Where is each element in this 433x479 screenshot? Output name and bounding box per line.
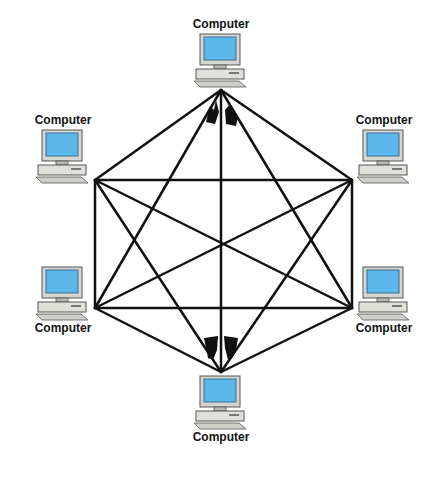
mesh-link — [95, 180, 352, 308]
mesh-link — [220, 90, 223, 372]
mesh-link — [95, 308, 221, 372]
computer-icon — [33, 265, 93, 321]
mesh-link — [221, 90, 352, 180]
computer-node: Computer — [31, 263, 95, 338]
computer-icon — [354, 128, 414, 184]
computer-icon — [191, 32, 251, 88]
computer-node: Computer — [352, 263, 416, 338]
node-label: Computer — [354, 321, 414, 336]
mesh-link — [95, 180, 352, 308]
mesh-link — [95, 179, 352, 182]
node-label: Computer — [354, 113, 414, 128]
computer-icon — [191, 374, 251, 430]
node-label: Computer — [191, 430, 251, 445]
mesh-link — [95, 307, 352, 310]
computer-icon — [33, 128, 93, 184]
mesh-link — [221, 308, 352, 372]
mesh-link — [351, 180, 354, 308]
mesh-link — [221, 180, 352, 372]
computer-node: Computer — [31, 111, 95, 186]
node-label: Computer — [191, 17, 251, 32]
computer-node: Computer — [352, 111, 416, 186]
mesh-link — [95, 90, 221, 180]
mesh-link — [94, 180, 97, 308]
computer-icon — [354, 265, 414, 321]
computer-node: Computer — [189, 372, 253, 447]
node-label: Computer — [33, 113, 93, 128]
node-label: Computer — [33, 321, 93, 336]
computer-node: Computer — [189, 15, 253, 90]
